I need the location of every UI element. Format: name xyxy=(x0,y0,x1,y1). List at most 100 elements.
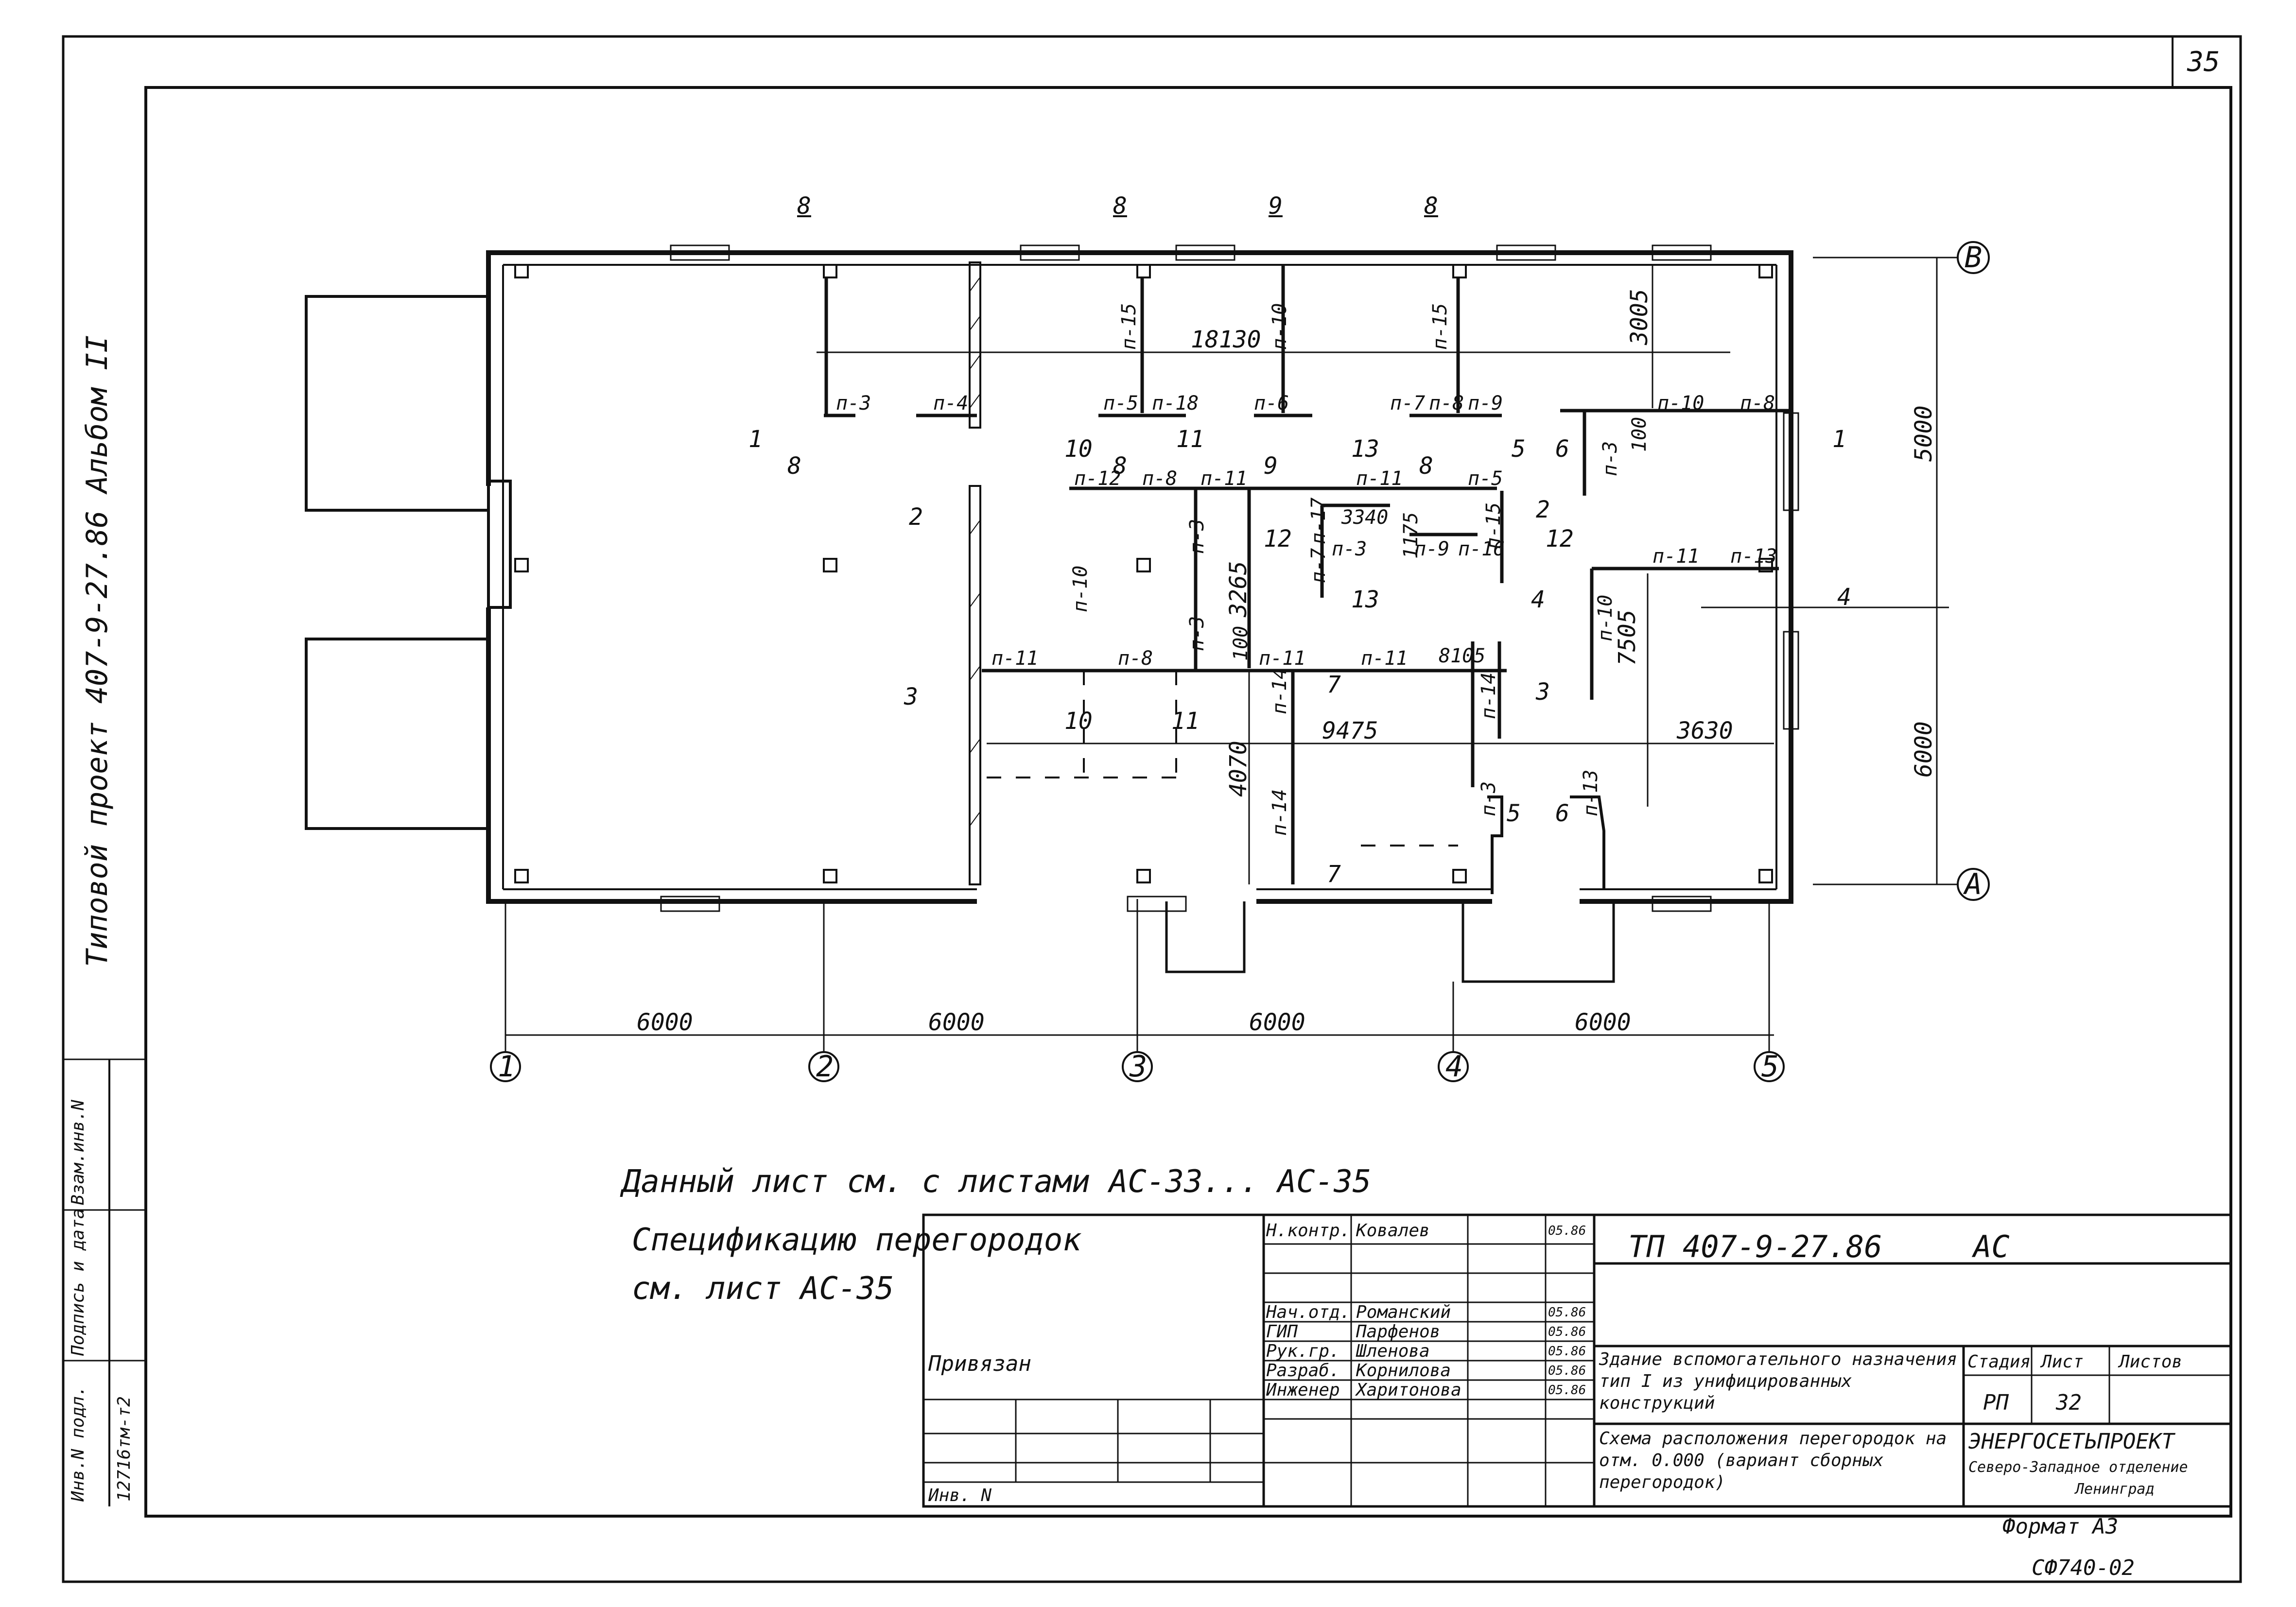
tb-date: 05.86 xyxy=(1548,1364,1586,1378)
sheet-header: Лист xyxy=(2041,1352,2084,1372)
sheet-title: Схема расположения перегородок на отм. 0… xyxy=(1599,1429,1947,1492)
section-mark: 5 xyxy=(1507,800,1521,827)
stage-value: РП xyxy=(1983,1390,2009,1415)
org-branch: Северо-Западное отделение xyxy=(1968,1459,2188,1476)
partition-label: п-11 xyxy=(1361,647,1408,670)
tb-date: 05.86 xyxy=(1548,1325,1586,1339)
section-mark: 13 xyxy=(1351,586,1379,613)
tb-role: Н.контр. xyxy=(1266,1221,1351,1241)
partition-label: п-5 xyxy=(1468,467,1503,490)
partition-label: п-8 xyxy=(1142,467,1178,490)
partition-label: п-17 xyxy=(1307,497,1330,544)
axis-5: 5 xyxy=(1761,1050,1779,1084)
section-mark: 1 xyxy=(1832,426,1846,453)
project-code: ТП 407-9-27.86 xyxy=(1628,1229,1882,1264)
tb-name: Харитонова xyxy=(1356,1380,1461,1400)
side-label-sign: Подпись и дата xyxy=(68,1208,88,1356)
dim-bottom-2: 6000 xyxy=(928,1009,985,1036)
partition-label: п-7 xyxy=(1307,548,1330,583)
partition-label: п-15 xyxy=(1118,303,1140,350)
section-mark: 12 xyxy=(1264,525,1292,553)
section-mark: 2 xyxy=(909,503,923,531)
axis-2: 2 xyxy=(816,1050,834,1084)
archive-number: СФ740-02 xyxy=(2032,1555,2135,1580)
dim-bottom-3: 6000 xyxy=(1249,1009,1305,1036)
section-mark: 8 xyxy=(1113,192,1127,220)
section-mark: 9 xyxy=(1264,452,1278,480)
section-mark: 3 xyxy=(1536,678,1550,706)
dim-inner: 9475 xyxy=(1322,717,1378,744)
partition-label: п-14 xyxy=(1269,667,1291,714)
dim-bottom-1: 6000 xyxy=(637,1009,693,1036)
axis-1: 1 xyxy=(498,1050,516,1084)
partition-label: п-10 xyxy=(1657,392,1705,415)
section-mark: 8 xyxy=(787,452,801,480)
partition-label: п-3 xyxy=(1186,616,1208,651)
axis-a: А xyxy=(1965,867,1983,901)
tb-name: Романский xyxy=(1356,1302,1451,1322)
partition-label: п-15 xyxy=(1482,502,1505,549)
dim-inner: 100 xyxy=(1230,625,1252,661)
partition-label: п-11 xyxy=(1200,467,1248,490)
dim-inner: 8105 xyxy=(1439,645,1486,667)
sheets-header: Листов xyxy=(2119,1352,2183,1372)
format-label: Формат А3 xyxy=(2002,1514,2119,1539)
partition-label: п-4 xyxy=(933,392,969,415)
note-line-3: см. лист АС-35 xyxy=(632,1271,894,1307)
dim-inner: 3340 xyxy=(1341,506,1389,529)
partition-label: п-9 xyxy=(1468,392,1503,415)
section-mark: 12 xyxy=(1546,525,1574,553)
partition-label: п-3 xyxy=(836,392,871,415)
dim-inner: 7505 xyxy=(1614,609,1641,666)
sheet-no: 32 xyxy=(2056,1390,2082,1415)
section-mark: 7 xyxy=(1327,671,1341,698)
partition-label: п-11 xyxy=(1356,467,1403,490)
inv-label: Инв. N xyxy=(928,1486,992,1505)
partition-label: п-8 xyxy=(1118,647,1153,670)
tb-role: Рук.гр. xyxy=(1266,1341,1340,1361)
partition-label: п-16 xyxy=(1458,538,1505,560)
tb-role: Инженер xyxy=(1266,1380,1340,1400)
section-mark: 8 xyxy=(797,192,811,220)
tb-role: Разраб. xyxy=(1266,1361,1340,1381)
side-label-inv: Инв.N подл. xyxy=(68,1385,88,1502)
doc-mark: АС xyxy=(1973,1229,2010,1264)
page-number: 35 xyxy=(2187,46,2220,78)
section-mark: 6 xyxy=(1555,800,1569,827)
partition-label: п-12 xyxy=(1074,467,1121,490)
partition-label: п-11 xyxy=(991,647,1039,670)
partition-label: п-8 xyxy=(1429,392,1464,415)
dim-inner: 3265 xyxy=(1225,561,1252,617)
side-inv-value: 12716тм-т2 xyxy=(114,1396,134,1502)
section-mark: 7 xyxy=(1327,861,1341,888)
dim-inner: 4070 xyxy=(1225,741,1252,797)
section-mark: 9 xyxy=(1269,192,1283,220)
partition-label: п-3 xyxy=(1599,441,1621,476)
org-name: ЭНЕРГОСЕТЬПРОЕКТ xyxy=(1968,1429,2174,1454)
partition-label: п-18 xyxy=(1152,392,1199,415)
section-mark: 8 xyxy=(1419,452,1433,480)
partition-label: п-10 xyxy=(1069,565,1092,612)
partition-label: п-13 xyxy=(1730,545,1777,568)
section-mark: 4 xyxy=(1531,586,1545,613)
partition-label: п-3 xyxy=(1332,538,1367,560)
axis-3: 3 xyxy=(1130,1050,1148,1084)
tb-name: Парфенов xyxy=(1356,1322,1441,1342)
section-mark: 2 xyxy=(1536,496,1550,523)
section-mark: 10 xyxy=(1064,708,1093,735)
partition-label: п-7 xyxy=(1390,392,1426,415)
section-mark: 1 xyxy=(748,426,763,453)
org-city: Ленинград xyxy=(2075,1481,2155,1498)
section-mark: 3 xyxy=(904,683,918,710)
partition-label: п-8 xyxy=(1740,392,1775,415)
partition-label: п-6 xyxy=(1254,392,1289,415)
tb-date: 05.86 xyxy=(1548,1344,1586,1359)
partition-label: п-11 xyxy=(1259,647,1306,670)
partition-label: п-3 xyxy=(1478,781,1500,816)
partition-label: п-14 xyxy=(1478,672,1500,719)
note-line-2: Спецификацию перегородок xyxy=(632,1222,1081,1258)
note-line-1: Данный лист см. с листами АС-33... АС-35 xyxy=(622,1164,1372,1200)
tb-role: Нач.отд. xyxy=(1266,1302,1351,1322)
section-mark: 5 xyxy=(1512,435,1526,463)
